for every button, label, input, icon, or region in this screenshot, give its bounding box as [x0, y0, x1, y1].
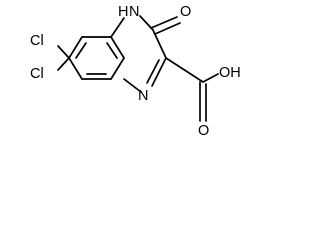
- atom-label-o-keto: O: [180, 4, 191, 20]
- pyrazinone-ring: [110, 15, 167, 93]
- bond-c6-c7: [68, 57, 83, 80]
- bond-cacid-oh: [202, 73, 219, 83]
- bond-c4a-n4: [110, 17, 125, 38]
- bond-c8a-c4a: [110, 36, 125, 59]
- double-bond-c3-o: [154, 22, 181, 35]
- bond-c7-cl: [57, 57, 70, 71]
- double-bond-c8a-c4a: [106, 42, 118, 59]
- bond-c2-n1: [151, 57, 167, 87]
- bond-c6-cl: [57, 45, 70, 59]
- atom-label-cl-top: Cl: [30, 33, 44, 49]
- chemical-structure: Cl Cl H N O N OH O: [30, 4, 241, 139]
- bond-c2-cacid: [165, 57, 204, 83]
- atom-label-o-acid: O: [198, 123, 209, 139]
- atom-label-cl-bottom: Cl: [30, 66, 44, 82]
- atom-label-n-bottom: N: [138, 88, 148, 104]
- double-bond-c2-n1: [146, 59, 160, 84]
- atom-label-n-nh: N: [129, 4, 139, 20]
- atom-label-oh: OH: [219, 65, 241, 81]
- bond-c3-o: [150, 16, 178, 29]
- atom-label-h: H: [118, 4, 128, 20]
- bond-c5-c6: [68, 36, 83, 59]
- bond-n1-c8a: [123, 78, 142, 93]
- benzene-ring: [68, 36, 125, 80]
- double-bond-c5-c6: [75, 42, 87, 59]
- bond-c8-c8a: [110, 57, 125, 80]
